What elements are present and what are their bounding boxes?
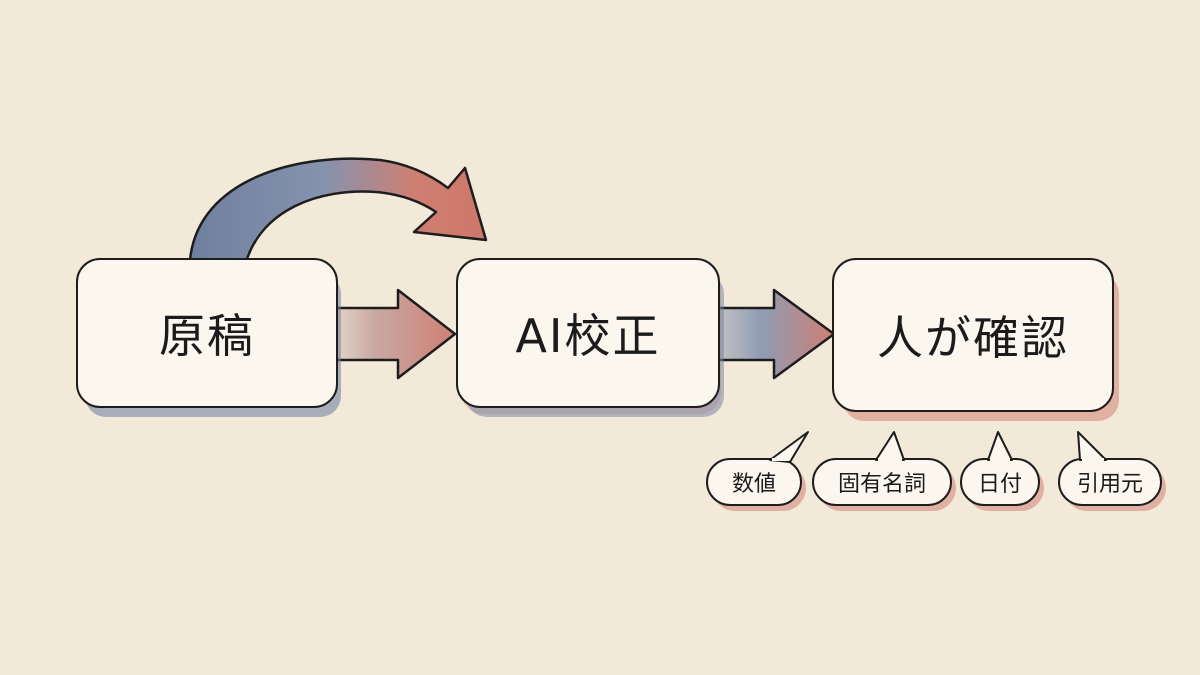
step-label-ai-proofread: AI校正: [515, 309, 661, 363]
check-tag-label: 日付: [977, 472, 1022, 497]
check-tag-label: 固有名詞: [837, 472, 926, 497]
curved-arrow: [188, 157, 488, 264]
step-label-human-review: 人が確認: [877, 311, 1069, 365]
check-tag-proper-nouns: 固有名詞: [812, 458, 952, 506]
check-tag-dates: 日付: [960, 458, 1040, 506]
step-box-source: 原稿: [76, 258, 338, 408]
check-tag-citations: 引用元: [1058, 458, 1162, 506]
check-tag-label: 引用元: [1076, 472, 1143, 497]
step-box-ai-proofread: AI校正: [456, 258, 720, 408]
step-label-source: 原稿: [159, 309, 255, 363]
arrow-source-to-ai: [328, 288, 457, 380]
check-tag-label: 数値: [731, 472, 776, 497]
step-box-human-review: 人が確認: [832, 258, 1114, 412]
check-tag-numbers: 数値: [706, 458, 802, 506]
arrow-ai-to-human: [710, 288, 836, 380]
